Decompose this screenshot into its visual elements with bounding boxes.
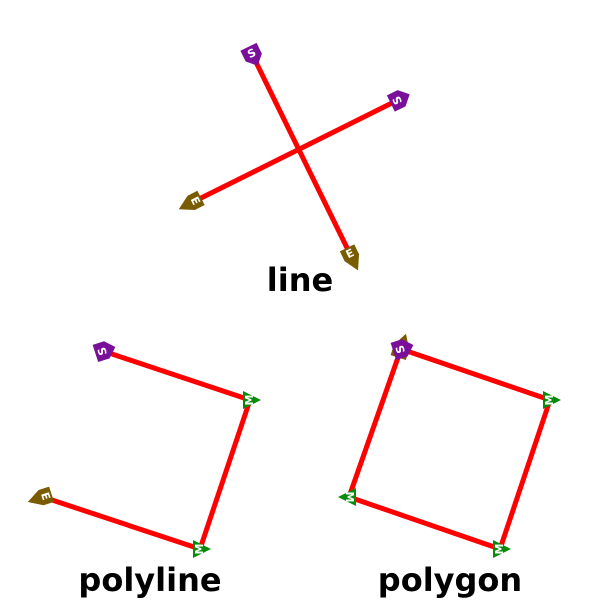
svg-text:M: M: [543, 395, 556, 406]
svg-text:E: E: [38, 491, 53, 502]
line-segment-a: [249, 51, 354, 259]
middle-marker: M: [493, 540, 511, 558]
polygon-panel: S M M M polygon: [338, 333, 561, 599]
middle-marker: M: [243, 391, 261, 409]
line-panel: S S E E line: [178, 42, 410, 299]
start-marker: S: [240, 42, 262, 66]
start-marker: S: [92, 341, 116, 363]
polyline-caption: polyline: [78, 561, 221, 599]
svg-text:S: S: [95, 345, 110, 357]
middle-marker: M: [543, 391, 561, 409]
start-marker: S: [390, 339, 414, 361]
polyline-path: [40, 348, 253, 552]
end-marker: E: [339, 244, 360, 271]
svg-text:M: M: [243, 395, 256, 406]
polygon-caption: polygon: [378, 561, 522, 599]
end-marker: E: [178, 190, 205, 211]
line-segment-b: [190, 97, 401, 205]
middle-marker: M: [338, 488, 356, 506]
svg-text:M: M: [343, 492, 356, 503]
start-marker: S: [386, 90, 410, 112]
middle-marker: M: [193, 540, 211, 558]
svg-text:M: M: [493, 544, 506, 555]
polyline-panel: S M M E polyline: [27, 341, 261, 599]
svg-text:S: S: [393, 343, 408, 355]
polygon-path: [346, 346, 553, 552]
line-caption: line: [267, 261, 333, 299]
end-marker: E: [27, 486, 55, 506]
svg-text:M: M: [193, 544, 206, 555]
